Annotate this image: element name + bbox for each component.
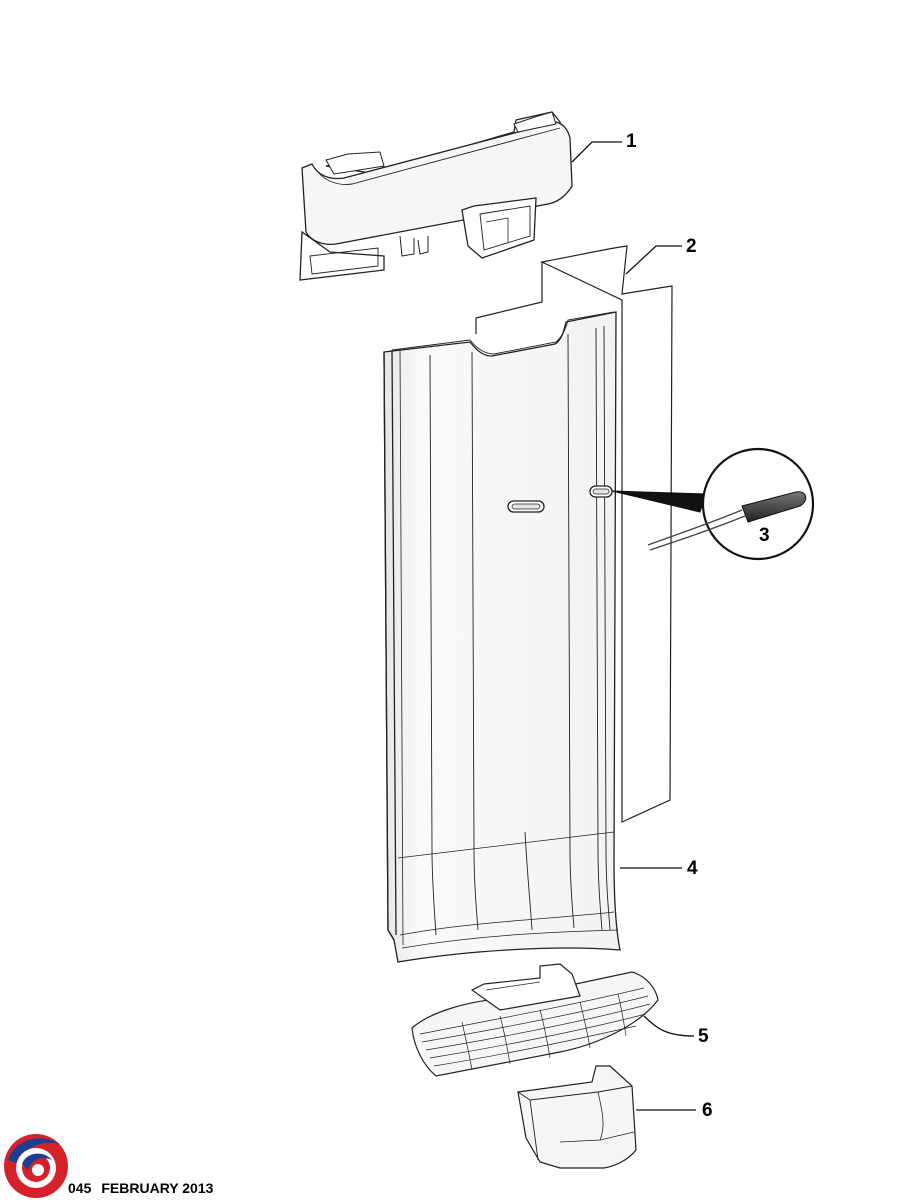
leader-lines xyxy=(571,141,696,1111)
rear-panel xyxy=(383,311,621,963)
leader-line-1 xyxy=(571,141,622,163)
leader-line-2 xyxy=(625,245,682,275)
callout-5: 5 xyxy=(698,1026,709,1047)
insulation-sheet xyxy=(475,245,673,823)
brand-logo xyxy=(4,1134,68,1198)
callout-4: 4 xyxy=(687,858,698,879)
callout-1: 1 xyxy=(626,131,637,152)
top-cap xyxy=(299,111,573,281)
callout-3: 3 xyxy=(759,525,770,546)
leader-line-5 xyxy=(643,1015,695,1037)
bottom-grille-tray xyxy=(411,963,659,1077)
footer: 045 FEBRUARY 2013 xyxy=(68,1180,223,1196)
footer-date: FEBRUARY 2013 xyxy=(101,1180,214,1196)
bottom-end-piece xyxy=(517,1065,637,1169)
callout-6: 6 xyxy=(702,1100,713,1121)
footer-code: 045 xyxy=(68,1180,92,1196)
callout-2: 2 xyxy=(686,236,697,257)
temperature-sensor xyxy=(611,447,815,561)
